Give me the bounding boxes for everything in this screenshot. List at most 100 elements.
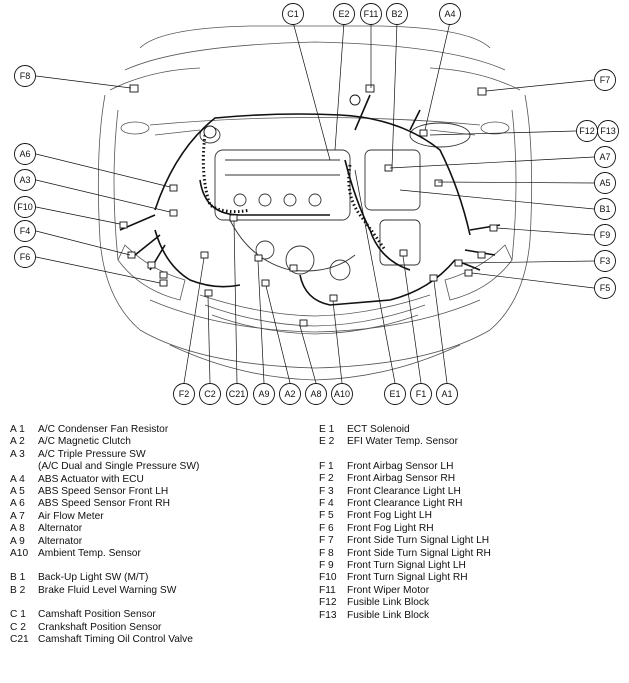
legend-text: ABS Actuator with ECU: [38, 473, 144, 485]
callout-f4: F4: [14, 220, 36, 242]
engine-block: [199, 122, 471, 281]
callout-text: E2: [338, 9, 349, 19]
callout-text: A2: [284, 389, 295, 399]
callout-circle: [594, 250, 616, 272]
callout-a9: A9: [253, 383, 275, 405]
callout-circle: [305, 383, 327, 405]
callout-text: A6: [19, 149, 30, 159]
callout-text: A4: [444, 9, 455, 19]
callout-text: B2: [391, 9, 402, 19]
legend-text: Front Side Turn Signal Light LH: [347, 535, 490, 547]
legend-code: F 3: [319, 485, 334, 497]
callout-text: A9: [258, 389, 269, 399]
legend-row: F11 Front Wiper Motor: [319, 585, 491, 597]
legend-row: (A/C Dual and Single Pressure SW): [10, 461, 199, 473]
legend-text: ECT Solenoid: [347, 424, 410, 435]
callout-circle: [439, 3, 461, 25]
callout-a7: A7: [594, 146, 616, 168]
legend-code: A 6: [10, 498, 25, 510]
car-body-outline: [97, 25, 533, 381]
callout-a10: A10: [331, 383, 353, 405]
legend-text: Camshaft Timing Oil Control Valve: [38, 634, 193, 646]
callout-text: C21: [229, 389, 246, 399]
callout-f6: F6: [14, 246, 36, 268]
connectors: [119, 84, 498, 327]
callout-circle: [594, 198, 616, 220]
legend-text: Alternator: [38, 535, 83, 547]
legend-row: E 2 EFI Water Temp. Sensor: [319, 436, 491, 448]
legend-code: F 5: [319, 510, 334, 522]
callout-text: F12: [579, 126, 595, 136]
legend-code: [10, 461, 38, 473]
callout-b1: B1: [594, 198, 616, 220]
callout-f7: F7: [594, 69, 616, 91]
legend-code: E 2: [319, 436, 335, 448]
leader-lines: [35, 21, 595, 384]
legend-code: C 2: [10, 621, 26, 633]
callout-a2: A2: [279, 383, 301, 405]
callout-c2: C2: [199, 383, 221, 405]
legend-text: A/C Triple Pressure SW: [38, 448, 146, 460]
legend-code: A 7: [10, 510, 25, 522]
callout-circle: [386, 3, 408, 25]
callout-text: F3: [600, 256, 611, 266]
callout-e2: E2: [333, 3, 355, 25]
callout-circle: [14, 220, 36, 242]
legend-text: Front Wiper Motor: [347, 584, 430, 596]
callout-text: C2: [204, 389, 216, 399]
callout-circle: [436, 383, 458, 405]
callout-f9: F9: [594, 224, 616, 246]
callout-circle: [360, 3, 382, 25]
legend-code: F 6: [319, 522, 334, 534]
legend-code: A10: [10, 548, 29, 560]
callout-circle: [331, 383, 353, 405]
callout-f8: F8: [14, 65, 36, 87]
callout-b2: B2: [386, 3, 408, 25]
callout-f3: F3: [594, 250, 616, 272]
legend-text: Back-Up Light SW (M/T): [38, 572, 149, 584]
callout-text: A8: [310, 389, 321, 399]
callout-text: A7: [599, 152, 610, 162]
callout-a3: A3: [14, 169, 36, 191]
callout-c1: C1: [282, 3, 304, 25]
legend-code: A 4: [10, 473, 25, 485]
callout-text: F7: [600, 75, 611, 85]
legend-code: A 2: [10, 436, 25, 448]
callout-circle: [594, 172, 616, 194]
callout-circle: [14, 143, 36, 165]
legend-code: F11: [319, 584, 336, 596]
callout-e1: E1: [384, 383, 406, 405]
legend-row: A 4 ABS Actuator with ECU: [10, 474, 199, 486]
callout-f10: F10: [14, 196, 36, 218]
callout-f12: F12: [576, 120, 598, 142]
callout-text: F2: [179, 389, 190, 399]
legend-code: F 1: [319, 460, 334, 472]
callout-f5: F5: [594, 277, 616, 299]
legend-text: A/C Magnetic Clutch: [38, 436, 131, 448]
legend-text: Front Fog Light RH: [347, 522, 434, 534]
callout-text: F4: [20, 226, 31, 236]
legend-text: EFI Water Temp. Sensor: [347, 436, 458, 448]
legend-text: Brake Fluid Level Warning SW: [38, 584, 177, 596]
legend-code: A 1: [10, 424, 25, 435]
engine-bay-diagram: C1E2F11B2A4F8F7F12F13A6A7A3A5F10B1F4F9F6…: [14, 3, 619, 405]
callout-text: A10: [334, 389, 350, 399]
